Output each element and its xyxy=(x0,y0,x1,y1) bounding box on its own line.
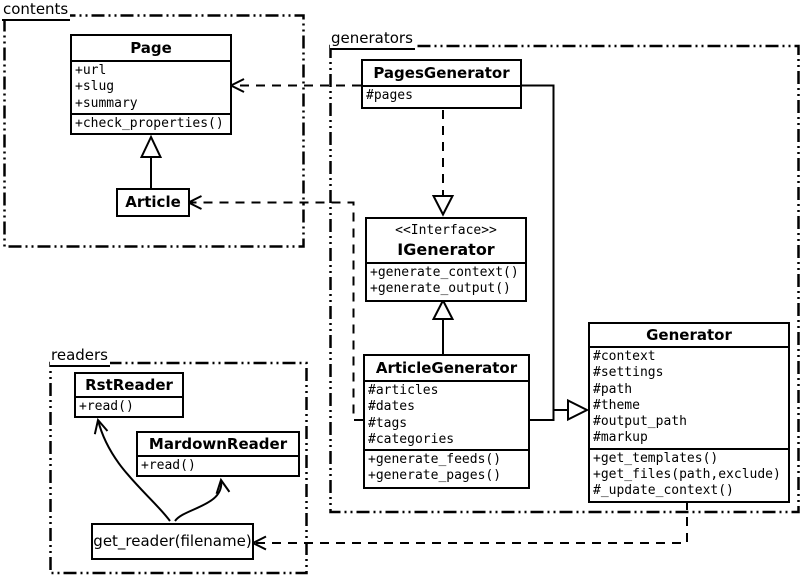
class-header: <<Interface>> IGenerator xyxy=(367,219,525,262)
attribute: #settings xyxy=(593,365,664,381)
class-title: ArticleGenerator xyxy=(375,359,518,377)
class-box-generator: Generator #context#settings#path#theme#o… xyxy=(588,322,790,503)
class-title: Generator xyxy=(646,326,732,344)
package-label-readers: readers xyxy=(50,346,110,367)
methods-compartment: +check_properties() xyxy=(72,112,230,133)
attribute: #path xyxy=(593,381,633,397)
attributes-compartment: #pages xyxy=(363,85,520,107)
package-border-generators xyxy=(329,44,800,514)
package-label-contents: contents xyxy=(2,0,71,21)
attribute: +summary xyxy=(75,95,138,111)
class-box-page: Page +url+slug+summary +check_properties… xyxy=(70,34,232,136)
attribute: +slug xyxy=(75,79,115,95)
method: +generate_feeds() xyxy=(368,452,502,468)
class-title: PagesGenerator xyxy=(373,64,510,82)
method: #_update_context() xyxy=(593,483,734,499)
class-box-article: Article xyxy=(116,188,190,217)
inheritance-arrow-article-page xyxy=(139,134,163,188)
attribute: #theme xyxy=(593,397,640,413)
class-box-igenerator: <<Interface>> IGenerator +generate_conte… xyxy=(365,217,527,302)
dependency-arrow-articlegenerator-article xyxy=(186,195,363,421)
class-title: IGenerator xyxy=(397,240,495,259)
attribute: #tags xyxy=(368,415,408,431)
attribute: #dates xyxy=(368,399,415,415)
method: +read() xyxy=(141,458,196,473)
function-label: get_reader(filename) xyxy=(93,532,252,550)
package-label-generators: generators xyxy=(330,29,415,50)
method: +get_templates() xyxy=(593,450,719,466)
methods-compartment: +read() xyxy=(76,396,182,416)
attribute: #categories xyxy=(368,431,455,447)
attribute: +url xyxy=(75,63,107,78)
attribute: #output_path xyxy=(593,414,687,430)
class-box-mardownreader: MardownReader +read() xyxy=(136,431,300,478)
attribute: #markup xyxy=(593,430,648,446)
inheritance-arrow-generators-generator xyxy=(519,84,590,422)
package-border-contents xyxy=(3,14,305,248)
class-box-articlegenerator: ArticleGenerator #articles#dates#tags#ca… xyxy=(363,354,530,489)
function-box-get-reader: get_reader(filename) xyxy=(91,523,254,560)
method: +get_files(path,exclude) xyxy=(593,467,781,483)
methods-compartment: +read() xyxy=(138,455,298,475)
inheritance-arrow-articlegenerator-igenerator xyxy=(431,298,455,354)
class-title: Article xyxy=(125,193,181,211)
methods-compartment: +generate_feeds()+generate_pages() xyxy=(365,449,528,487)
method: +check_properties() xyxy=(75,115,224,131)
method: +read() xyxy=(79,399,134,414)
package-border-readers xyxy=(49,361,308,575)
methods-compartment: +generate_context()+generate_output() xyxy=(367,262,525,300)
attribute: #articles xyxy=(368,383,439,398)
attributes-compartment: #context#settings#path#theme#output_path… xyxy=(590,346,788,448)
attributes-compartment: +url+slug+summary xyxy=(72,60,230,113)
method: +generate_output() xyxy=(370,281,511,297)
class-box-pagesgenerator: PagesGenerator #pages xyxy=(361,59,522,110)
class-title: RstReader xyxy=(85,376,173,394)
class-title: MardownReader xyxy=(148,435,288,453)
dependency-arrow-generator-getreader xyxy=(250,501,688,551)
class-box-rstreader: RstReader +read() xyxy=(74,372,184,419)
attributes-compartment: #articles#dates#tags#categories xyxy=(365,380,528,449)
curved-arrow-getreader-rstreader xyxy=(93,417,171,522)
attribute: #context xyxy=(593,349,656,364)
method: +generate_pages() xyxy=(368,468,502,484)
attribute: #pages xyxy=(366,88,413,103)
curved-arrow-getreader-mardownreader xyxy=(174,477,231,522)
realization-arrow-pagesgenerator-igenerator xyxy=(431,110,455,217)
class-title: Page xyxy=(130,39,172,57)
method: +generate_context() xyxy=(370,265,519,280)
methods-compartment: +get_templates()+get_files(path,exclude)… xyxy=(590,447,788,501)
stereotype-label: <<Interface>> xyxy=(395,223,497,238)
